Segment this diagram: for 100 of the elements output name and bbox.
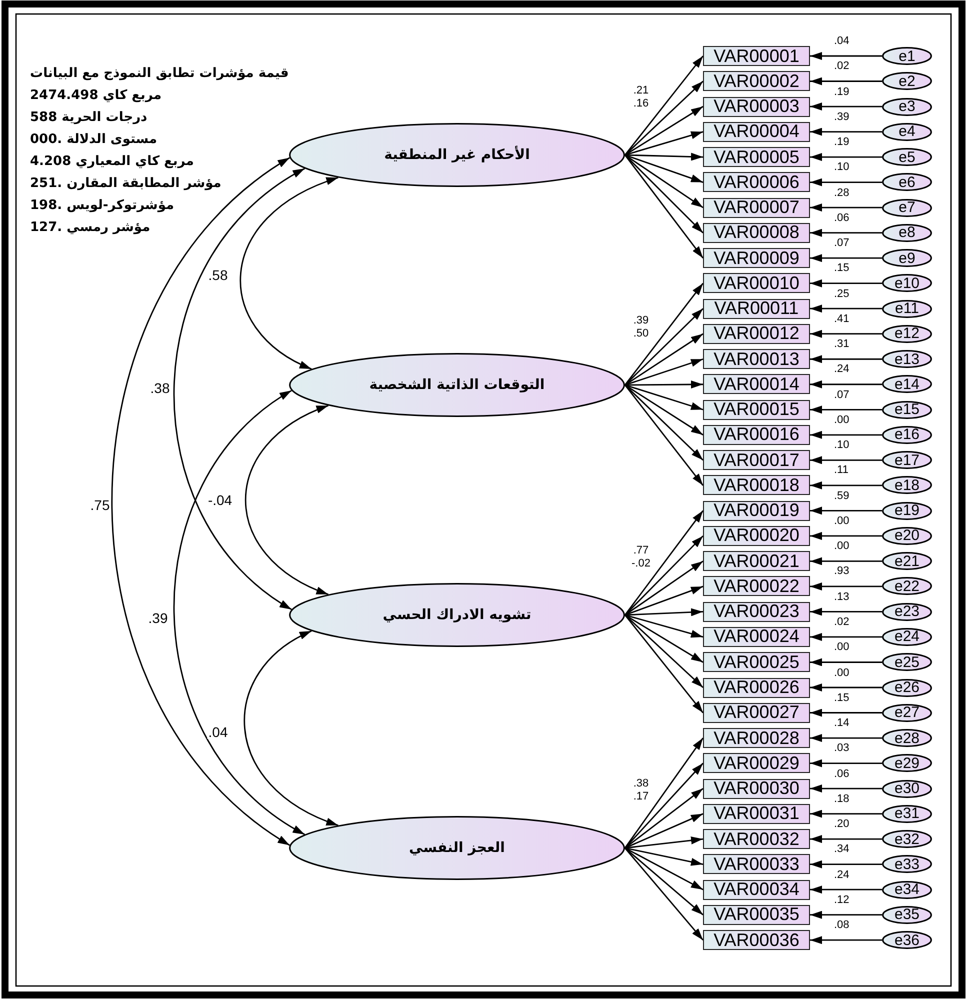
error-ellipse: e26: [882, 678, 932, 696]
edge-label: .58: [207, 268, 229, 282]
error-ellipse: e35: [882, 906, 932, 924]
error-ellipse: e7: [882, 198, 932, 217]
error-ellipse: e27: [882, 704, 932, 722]
error-arrow: [810, 204, 882, 212]
loading-arrow: [624, 154, 704, 183]
covariance-arrow: [240, 176, 338, 370]
error-ellipse: e2: [882, 72, 932, 90]
error-ellipse: e25: [882, 653, 932, 672]
error-arrow: [810, 886, 882, 894]
r-squared-label: .15: [834, 263, 850, 274]
variable-box: VAR00023: [703, 602, 810, 622]
variable-box: VAR00029: [703, 753, 810, 774]
error-ellipse: e36: [882, 931, 932, 950]
r-squared-label: .12: [834, 894, 850, 906]
variable-box: VAR00032: [703, 829, 810, 850]
loading-arrow: [624, 848, 704, 941]
error-arrow: [810, 582, 882, 590]
loading-arrow: [624, 614, 704, 638]
r-squared-label: .13: [834, 592, 850, 603]
loading-arrow: [624, 384, 704, 436]
loading-arrow: [624, 80, 704, 156]
error-arrow: [810, 708, 882, 717]
r-squared-label: .02: [834, 61, 850, 72]
edge-label: .17: [632, 792, 650, 802]
r-squared-label: .34: [834, 844, 850, 856]
error-arrow: [810, 228, 882, 237]
error-arrow: [810, 430, 882, 439]
covariance-arrow: [244, 630, 338, 826]
error-arrow: [810, 532, 882, 540]
loading-arrow: [624, 847, 704, 916]
error-arrow: [810, 835, 882, 844]
r-squared-label: .25: [834, 288, 850, 300]
error-ellipse: e31: [882, 804, 932, 823]
loading-arrow: [624, 384, 704, 486]
error-ellipse: e13: [882, 350, 932, 368]
fit-statistic: مربع كاي المعياري 4.208: [30, 155, 194, 168]
edge-label: .16: [632, 98, 650, 110]
fit-statistic: درجات الحرية 588: [30, 111, 148, 124]
loading-arrow: [624, 384, 704, 410]
error-ellipse: e17: [882, 451, 932, 470]
loading-arrow: [624, 154, 704, 234]
r-squared-label: .41: [834, 314, 850, 325]
error-arrow: [810, 506, 882, 515]
error-ellipse: e29: [882, 754, 932, 772]
variable-box: VAR00002: [703, 71, 810, 92]
error-arrow: [810, 102, 882, 111]
latent-ellipse: العجز النفسي: [289, 816, 625, 880]
loading-arrow: [624, 614, 704, 714]
loading-arrow: [624, 836, 704, 849]
fit-statistic: مؤشرتوكر-لويس .198: [30, 199, 174, 212]
error-arrow: [810, 330, 882, 338]
error-ellipse: e23: [882, 602, 932, 621]
r-squared-label: .07: [834, 390, 850, 401]
error-ellipse: e32: [882, 830, 932, 848]
error-ellipse: e22: [882, 577, 932, 596]
r-squared-label: .00: [834, 516, 850, 527]
error-arrow: [810, 355, 882, 364]
loading-arrow: [624, 788, 704, 849]
error-arrow: [810, 860, 882, 868]
loading-arrow: [625, 380, 703, 388]
r-squared-label: .59: [834, 490, 850, 502]
error-arrow: [810, 128, 882, 136]
loading-arrow: [624, 510, 704, 616]
error-ellipse: e3: [882, 98, 932, 116]
variable-box: VAR00004: [703, 122, 810, 142]
r-squared-label: .10: [834, 162, 850, 174]
r-squared-label: .08: [834, 920, 850, 932]
variable-box: VAR00013: [703, 349, 810, 370]
loading-arrow: [624, 847, 704, 866]
r-squared-label: .18: [834, 794, 850, 805]
r-squared-label: .39: [834, 112, 850, 123]
loading-arrow: [624, 738, 704, 848]
variable-box: VAR00025: [703, 652, 810, 672]
loading-arrow: [624, 614, 704, 688]
variable-box: VAR00034: [703, 880, 810, 900]
loading-arrow: [624, 358, 704, 386]
error-arrow: [810, 380, 882, 388]
variable-box: VAR00009: [703, 248, 810, 268]
variable-box: VAR00036: [703, 930, 810, 950]
edge-label: .77: [632, 546, 650, 556]
variable-box: VAR00027: [703, 702, 810, 723]
variable-box: VAR00017: [703, 450, 810, 470]
r-squared-label: .24: [834, 870, 850, 881]
edge-label: -.04: [206, 493, 234, 507]
variable-box: VAR00006: [703, 172, 810, 192]
r-squared-label: .03: [834, 743, 850, 754]
loading-arrow: [624, 106, 704, 156]
error-ellipse: e15: [882, 400, 932, 419]
variable-box: VAR00035: [703, 904, 810, 925]
error-arrow: [810, 52, 882, 60]
variable-box: VAR00024: [703, 626, 810, 647]
loading-arrow: [624, 847, 704, 890]
edge-label: .38: [632, 778, 650, 790]
error-ellipse: e14: [882, 375, 932, 394]
r-squared-label: .00: [834, 414, 850, 426]
loading-arrow: [624, 282, 704, 386]
r-squared-label: .19: [834, 137, 850, 148]
error-ellipse: e4: [882, 122, 932, 141]
